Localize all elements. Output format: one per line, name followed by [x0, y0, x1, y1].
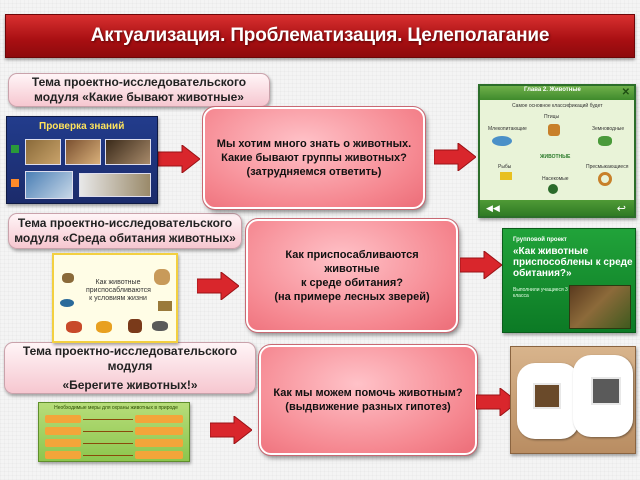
- quiz-marker: [11, 179, 19, 187]
- theme-3-line-1: Тема проектно-исследовательского модуля: [22, 343, 238, 373]
- title-bar: Актуализация. Проблематизация. Целеполаг…: [5, 14, 635, 58]
- label-birds: Птицы: [544, 114, 560, 120]
- theme-2-line-2: модуля «Среда обитания животных»: [14, 231, 236, 245]
- bird-icon: [548, 124, 560, 136]
- project-title: «Как животные приспособлены к среде обит…: [513, 246, 633, 279]
- back-arrow-icon: ↩: [616, 203, 626, 215]
- arrow-right-icon: [460, 251, 502, 279]
- question-box-2: Как приспосабливаются животные к среде о…: [245, 218, 459, 333]
- thumbnail-collage: Как животные приспосабливаются к условия…: [52, 253, 178, 343]
- flowchart-box: [135, 439, 183, 447]
- arrow-right-icon: [476, 388, 518, 416]
- question-box-3: Как мы можем помочь животным? (выдвижени…: [258, 344, 478, 456]
- flowchart-connector: [83, 431, 133, 432]
- animal-photo: [591, 377, 621, 405]
- question-2-line-4: (на примере лесных зверей): [274, 290, 430, 303]
- question-box-1: Мы хотим много знать о животных. Какие б…: [202, 106, 426, 210]
- label-insects: Насекомые: [542, 176, 569, 182]
- flowchart-box: [135, 415, 183, 423]
- question-1-line-2: Какие бывают группы животных?: [221, 152, 407, 164]
- dolphin-photo: [25, 171, 73, 199]
- previous-icon: ◀◀: [486, 203, 500, 213]
- question-2-line-3: к среде обитания?: [301, 276, 403, 289]
- animal-icon: [128, 319, 142, 333]
- insect-icon: [548, 184, 558, 194]
- label-mammals: Млекопитающие: [488, 126, 527, 132]
- slide-title: Глава 2. Животные: [524, 87, 581, 93]
- frog-icon: [598, 136, 612, 146]
- flowchart-connector: [83, 455, 133, 456]
- quiz-heading: Проверка знаний: [39, 121, 125, 132]
- close-icon: ✕: [621, 87, 630, 98]
- flowchart-box: [135, 451, 183, 459]
- theme-1-line-2: модуля «Какие бывают животные»: [34, 90, 244, 104]
- animal-photo: [533, 383, 561, 409]
- question-2-line-1: Как приспосабливаются: [285, 248, 419, 261]
- thumbnail-flowchart: Необходимые меры для охраны животных в п…: [38, 402, 190, 462]
- thumbnail-group-project-slide: Групповой проект «Как животные приспособ…: [502, 228, 636, 333]
- forest-animal-photo: [569, 285, 631, 329]
- flowchart-box: [135, 427, 183, 435]
- arrow-right-icon: [210, 416, 252, 444]
- flowchart-heading: Необходимые меры для охраны животных в п…: [54, 405, 178, 411]
- arrow-right-icon: [158, 145, 200, 173]
- animal-icon: [158, 301, 172, 311]
- snake-icon: [598, 172, 612, 186]
- question-1-line-1: Мы хотим много знать о животных.: [216, 138, 412, 150]
- arrow-right-icon: [434, 143, 476, 171]
- label-fish: Рыбы: [498, 164, 512, 170]
- animal-icon: [62, 273, 74, 283]
- theme-3-line-2: «Берегите животных!»: [62, 377, 198, 392]
- question-2-line-2: животные: [324, 262, 380, 275]
- thumbnail-quiz-slide: Проверка знаний: [6, 116, 158, 204]
- flowchart-connector: [83, 443, 133, 444]
- animal-icon: [60, 299, 74, 307]
- label-amphibians: Земноводные: [592, 126, 625, 132]
- flowchart-box: [45, 427, 81, 435]
- project-label: Групповой проект: [513, 237, 567, 243]
- question-3-line-1: Как мы можем помочь животным?: [273, 387, 463, 399]
- flowchart-box: [45, 451, 81, 459]
- collage-text: Как животные приспосабливаются к условия…: [86, 279, 151, 302]
- question-1-line-3: (затрудняемся ответить): [246, 166, 382, 178]
- theme-module-1: Тема проектно-исследовательского модуля …: [8, 73, 270, 107]
- slide-subtitle: Самое основное классификаций будет: [512, 103, 603, 109]
- theme-module-3: Тема проектно-исследовательского модуля …: [4, 342, 256, 394]
- slide-top-bar: [480, 86, 634, 100]
- butterfly-icon: [96, 321, 112, 333]
- animal-photo: [65, 139, 101, 165]
- theme-module-2: Тема проектно-исследовательского модуля …: [8, 213, 242, 249]
- theme-2-line-1: Тема проектно-исследовательского: [17, 216, 233, 230]
- animal-icon: [154, 269, 170, 285]
- slide-bottom-bar: [480, 200, 634, 216]
- flowchart-box: [45, 415, 81, 423]
- animal-photo: [105, 139, 151, 165]
- animal-photo: [25, 139, 61, 165]
- page-title: Актуализация. Проблематизация. Целеполаг…: [90, 25, 550, 46]
- animal-icon: [152, 321, 168, 331]
- label-animals: ЖИВОТНЫЕ: [540, 154, 571, 160]
- animal-icon: [66, 321, 82, 333]
- quiz-marker: [11, 145, 19, 153]
- thumbnail-classification-slide: Глава 2. Животные ✕ Самое основное класс…: [478, 84, 636, 218]
- arrow-right-icon: [197, 272, 239, 300]
- project-note: Выполнили учащиеся 3 класса: [513, 287, 568, 299]
- dolphin-icon: [492, 136, 512, 146]
- question-3-line-2: (выдвижение разных гипотез): [285, 401, 451, 413]
- fish-icon: [500, 172, 512, 180]
- thumbnail-handmade-book: [510, 346, 636, 454]
- theme-1-line-1: Тема проектно-исследовательского: [31, 75, 247, 89]
- fish-photo: [79, 173, 151, 197]
- label-reptiles: Пресмыкающиеся: [586, 164, 629, 170]
- flowchart-box: [45, 439, 81, 447]
- flowchart-connector: [83, 419, 133, 420]
